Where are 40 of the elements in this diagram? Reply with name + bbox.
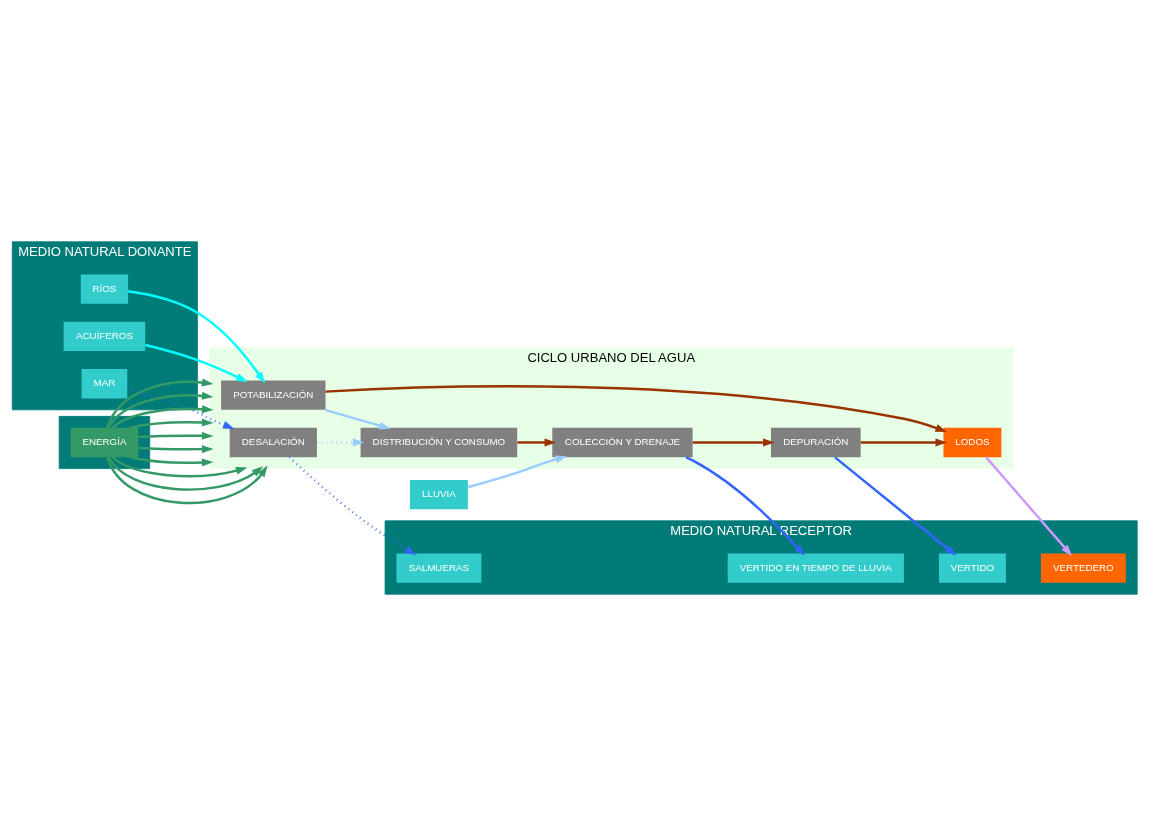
arrow [129, 455, 214, 466]
arrow [138, 431, 214, 440]
node-box: COLECCIÓN Y DRENAJE [552, 427, 693, 457]
node-box: ACUÍFEROS [63, 321, 146, 351]
node-box: ENERGÍA [70, 427, 139, 457]
arrow [860, 437, 947, 446]
arrow [317, 437, 365, 446]
cluster [58, 415, 151, 469]
arrow [111, 455, 248, 477]
arrow [692, 437, 775, 446]
node-box: RÍOS [80, 273, 129, 304]
node-box: SALMUERAS [396, 552, 482, 583]
arrow [128, 289, 266, 383]
arrow [467, 455, 567, 488]
arrow [834, 455, 957, 556]
arrow [129, 418, 214, 429]
node-box: POTABILIZACIÓN [221, 379, 326, 410]
node-box: VERTIDO [939, 552, 1006, 583]
arrow [107, 456, 264, 491]
arrow [324, 408, 391, 429]
node-box: LLUVIA [409, 479, 468, 509]
arrow [107, 391, 214, 428]
arrow [985, 456, 1073, 556]
node-box: VERTIDO EN TIEMPO DE LLUVIA [727, 552, 904, 583]
arrow [685, 455, 805, 556]
arrow [517, 437, 556, 446]
arrow [111, 404, 214, 429]
arrow [127, 387, 235, 429]
arrow [138, 444, 214, 453]
node-box: DISTRIBUCIÓN Y CONSUMO [360, 427, 518, 457]
arrow [106, 456, 268, 504]
node-box: VERTEDERO [1040, 552, 1126, 583]
arrow [325, 384, 947, 432]
arrow [106, 378, 214, 428]
arrow [145, 343, 248, 382]
node-box: LODOS [943, 427, 1002, 457]
node-box: DESALACIÓN [229, 427, 317, 457]
node-box: DEPURACIÓN [770, 427, 861, 457]
arrow [288, 455, 417, 555]
node-box: MAR [81, 368, 128, 398]
